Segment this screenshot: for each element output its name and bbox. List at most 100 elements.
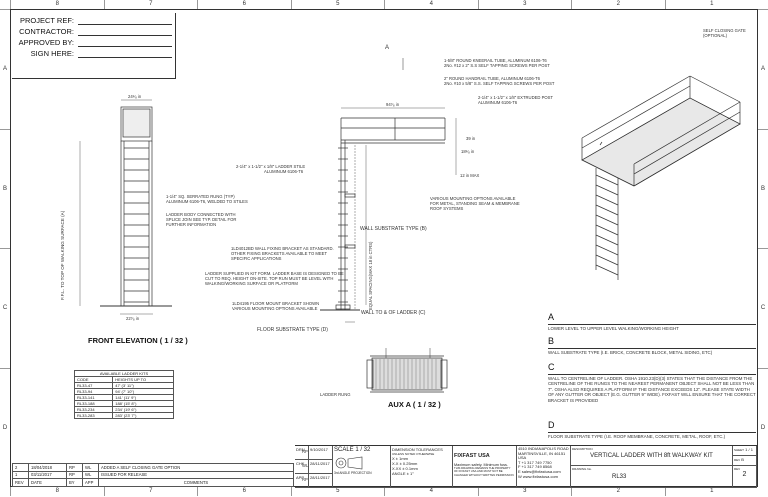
stile-note: 2-1/4" x 1-1/2" x 1/8" LADDER STILE bbox=[236, 164, 306, 169]
projection-icon bbox=[335, 456, 363, 470]
zone-label: 2 bbox=[571, 0, 665, 9]
bracket-note-3: SPECIFIC APPLICATIONS bbox=[231, 256, 282, 261]
rev-date: 03/11/2017 bbox=[28, 470, 67, 479]
drn-by: RP bbox=[302, 449, 308, 454]
rev-value: B bbox=[741, 457, 744, 462]
chk-by: WL bbox=[302, 463, 309, 468]
zone-label: 4 bbox=[384, 0, 478, 9]
wall-to-ladder-label: WALL TO & OF LADDER (C) bbox=[361, 310, 426, 316]
contractor-field[interactable] bbox=[78, 27, 172, 36]
note-text: FLOOR SUBSTRATE TYPE (I.E. ROOF MEMBRANE… bbox=[548, 434, 726, 439]
zone-label: 7 bbox=[103, 487, 198, 496]
mounting-note: VARIOUS MOUNTING OPTIONS AVAILABLE bbox=[430, 196, 516, 201]
sheet-cell: SHEET 1 / 1 bbox=[733, 446, 757, 456]
project-ref-row[interactable]: PROJECT REF: bbox=[12, 14, 172, 25]
rev-cell: REV B bbox=[733, 456, 757, 466]
note-text: LOWER LEVEL TO UPPER LEVEL WALKING/WORKI… bbox=[548, 326, 679, 331]
rev-label: REV bbox=[734, 458, 741, 462]
title-block: DRN 9/10/2017 CHK 28/11/2017 APP 28/11/2… bbox=[295, 445, 757, 488]
rev-app: WL bbox=[82, 470, 99, 479]
rev-no: 2 bbox=[12, 463, 29, 472]
approved-by-row[interactable]: APPROVED BY: bbox=[12, 36, 172, 47]
sign-here-field[interactable] bbox=[78, 49, 172, 58]
kit-height: 283' (23' 7") bbox=[112, 412, 174, 419]
rev-comment: ADDED A SELF CLOSING GATE OPTION bbox=[98, 463, 294, 472]
front-elevation-title: FRONT ELEVATION ( 1 / 32 ) bbox=[88, 336, 188, 345]
stile-note-2: ALUMINUM 6106-T6 bbox=[264, 169, 304, 174]
rev-date: 18/04/2018 bbox=[28, 463, 67, 472]
zone-label: A bbox=[0, 9, 10, 129]
tol-row: X.X ± 0.25mm bbox=[392, 461, 418, 466]
project-block-border bbox=[12, 13, 176, 79]
dim-12: 12 in MAX bbox=[460, 173, 480, 178]
zone-label: 5 bbox=[290, 0, 385, 9]
project-ref-field[interactable] bbox=[78, 16, 172, 25]
note-divider bbox=[548, 348, 756, 349]
tol-row: ANGLE ± 1° bbox=[392, 471, 414, 476]
rev-by: RP bbox=[66, 463, 83, 472]
project-block: PROJECT REF: CONTRACTOR: APPROVED BY: SI… bbox=[12, 14, 172, 58]
kit-note: LADDER SUPPLIED IN KIT FORM. LADDER BASE… bbox=[205, 271, 344, 276]
rev-no: 1 bbox=[12, 470, 29, 479]
phone: T +1 317 749 7750 bbox=[518, 459, 552, 465]
floor-note-2: VARIOUS MOUNTING OPTIONS AVAILABLE bbox=[232, 306, 318, 311]
contractor-row[interactable]: CONTRACTOR: bbox=[12, 25, 172, 36]
side-width: 94⁷⁄₈ in bbox=[386, 102, 400, 107]
website: W www.fixfastusa.com bbox=[518, 473, 559, 479]
rev-no: REV bbox=[12, 478, 29, 487]
note-divider bbox=[548, 324, 756, 325]
note-divider bbox=[548, 432, 756, 433]
note-d: D FLOOR SUBSTRATE TYPE (I.E. ROOF MEMBRA… bbox=[548, 420, 756, 439]
gate-note-2: (OPTIONAL) bbox=[703, 33, 727, 38]
address-line: 4510 INDIANAPOLIS ROAD bbox=[518, 446, 569, 451]
drawing-number-cell: DRAWING No. RL33 bbox=[571, 466, 733, 488]
handrail-note: 2" ROUND HANDRAIL TUBE, ALUMINUM 6106-T6 bbox=[444, 76, 540, 81]
note-letter: A bbox=[548, 312, 555, 322]
iso-rung bbox=[595, 184, 619, 196]
tol-row: X.XX ± 0.1mm bbox=[392, 466, 418, 471]
splice-note-2: SPLICE JOIN SEE TYP. DETAIL FOR bbox=[166, 217, 237, 222]
disclaimer: THIS DRAWING REMAINS THE PROPERTY OF FIX… bbox=[454, 466, 514, 477]
note-letter: D bbox=[548, 420, 555, 430]
aux-view bbox=[366, 348, 448, 393]
approved-by-field[interactable] bbox=[78, 38, 172, 47]
iso-rung bbox=[595, 264, 619, 276]
kit-note-2: CUT TO REQ. HEIGHT ON-SITE. TOP RUN MUST… bbox=[205, 276, 334, 281]
note-a: A LOWER LEVEL TO UPPER LEVEL WALKING/WOR… bbox=[548, 312, 756, 331]
zone-label: 7 bbox=[103, 0, 198, 9]
aux-grating bbox=[375, 359, 437, 389]
description-value: VERTICAL LADDER WITH 8ft WALKWAY KIT bbox=[590, 453, 713, 459]
note-c: C WALL TO CENTRELINE OF LADDER. OSHA 191… bbox=[548, 362, 756, 403]
post-note: 2-1/4" x 1-1/2" x 1/8" EXTRUDED POST bbox=[478, 95, 553, 100]
mounting-note-3: ROOF SYSTEMS bbox=[430, 206, 464, 211]
mounting-note-2: FOR METAL, STANDING SEAM & MEMBRANE bbox=[430, 201, 520, 206]
fax: F +1 317 749 8568 bbox=[518, 464, 552, 470]
side-rungs bbox=[338, 147, 348, 303]
splice-note-3: FURTHER INFORMATION bbox=[166, 222, 217, 227]
tolerances-cell: DIMENSION TOLERANCES UNLESS NOTED OTHERW… bbox=[391, 446, 453, 488]
front-width-top: 24⁵⁄₈ in bbox=[128, 94, 142, 99]
address-line: MARTINSVILLE, IN 46151 USA bbox=[518, 450, 566, 461]
description-cell: DESCRIPTION VERTICAL LADDER WITH 8ft WAL… bbox=[571, 446, 733, 466]
approved-by-label: APPROVED BY: bbox=[18, 38, 74, 47]
rev-comment: COMMENTS bbox=[98, 478, 294, 487]
sign-here-row[interactable]: SIGN HERE: bbox=[12, 47, 172, 58]
rev2-value: 2 bbox=[742, 471, 747, 478]
sign-here-label: SIGN HERE: bbox=[30, 49, 74, 58]
rev-app: APP bbox=[82, 478, 99, 487]
iso-rung bbox=[595, 234, 619, 246]
rev-by: BY bbox=[66, 478, 83, 487]
note-b: B WALL SUBSTRATE TYPE (I.E. BRICK, CONCR… bbox=[548, 336, 756, 355]
tolerances-subtitle: UNLESS NOTED OTHERWISE bbox=[392, 452, 435, 456]
side-elevation-view bbox=[320, 58, 457, 323]
floor-note: 1LD4195 FLOOR MOUNT BRACKET SHOWN bbox=[232, 301, 320, 306]
iso-rung bbox=[595, 214, 619, 226]
kit-code: RL33-283 bbox=[73, 412, 114, 419]
